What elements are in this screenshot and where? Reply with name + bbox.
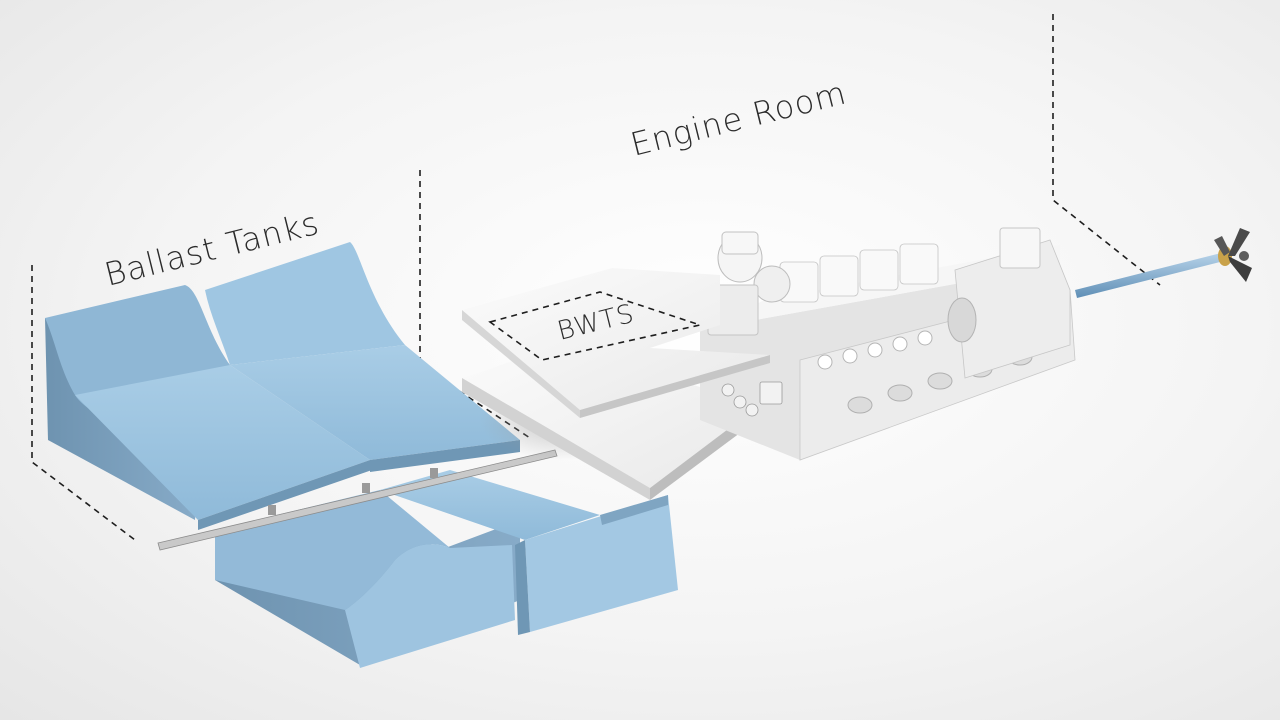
propeller-icon xyxy=(1214,228,1252,282)
ballast-tank-right-back xyxy=(205,242,520,472)
ballast-tank-left-front xyxy=(45,285,372,530)
propeller-shaft xyxy=(1075,252,1228,298)
auxiliary-pumps xyxy=(721,381,783,417)
engine-room-group xyxy=(462,227,1252,500)
ballast-tanks-group xyxy=(45,242,678,668)
engine-cylinder-heads xyxy=(779,243,939,303)
boundary-lines xyxy=(31,14,1161,541)
engine-inspection-covers xyxy=(817,330,933,370)
label-engine-room: Engine Room xyxy=(627,73,850,163)
main-engine xyxy=(700,227,1076,461)
turbocharger xyxy=(707,231,791,336)
engine-room-right-dashed-line xyxy=(1052,14,1161,286)
ballast-tank-front-right xyxy=(380,470,678,635)
upper-deck-plate xyxy=(462,268,770,418)
gearbox-housing xyxy=(947,227,1071,379)
